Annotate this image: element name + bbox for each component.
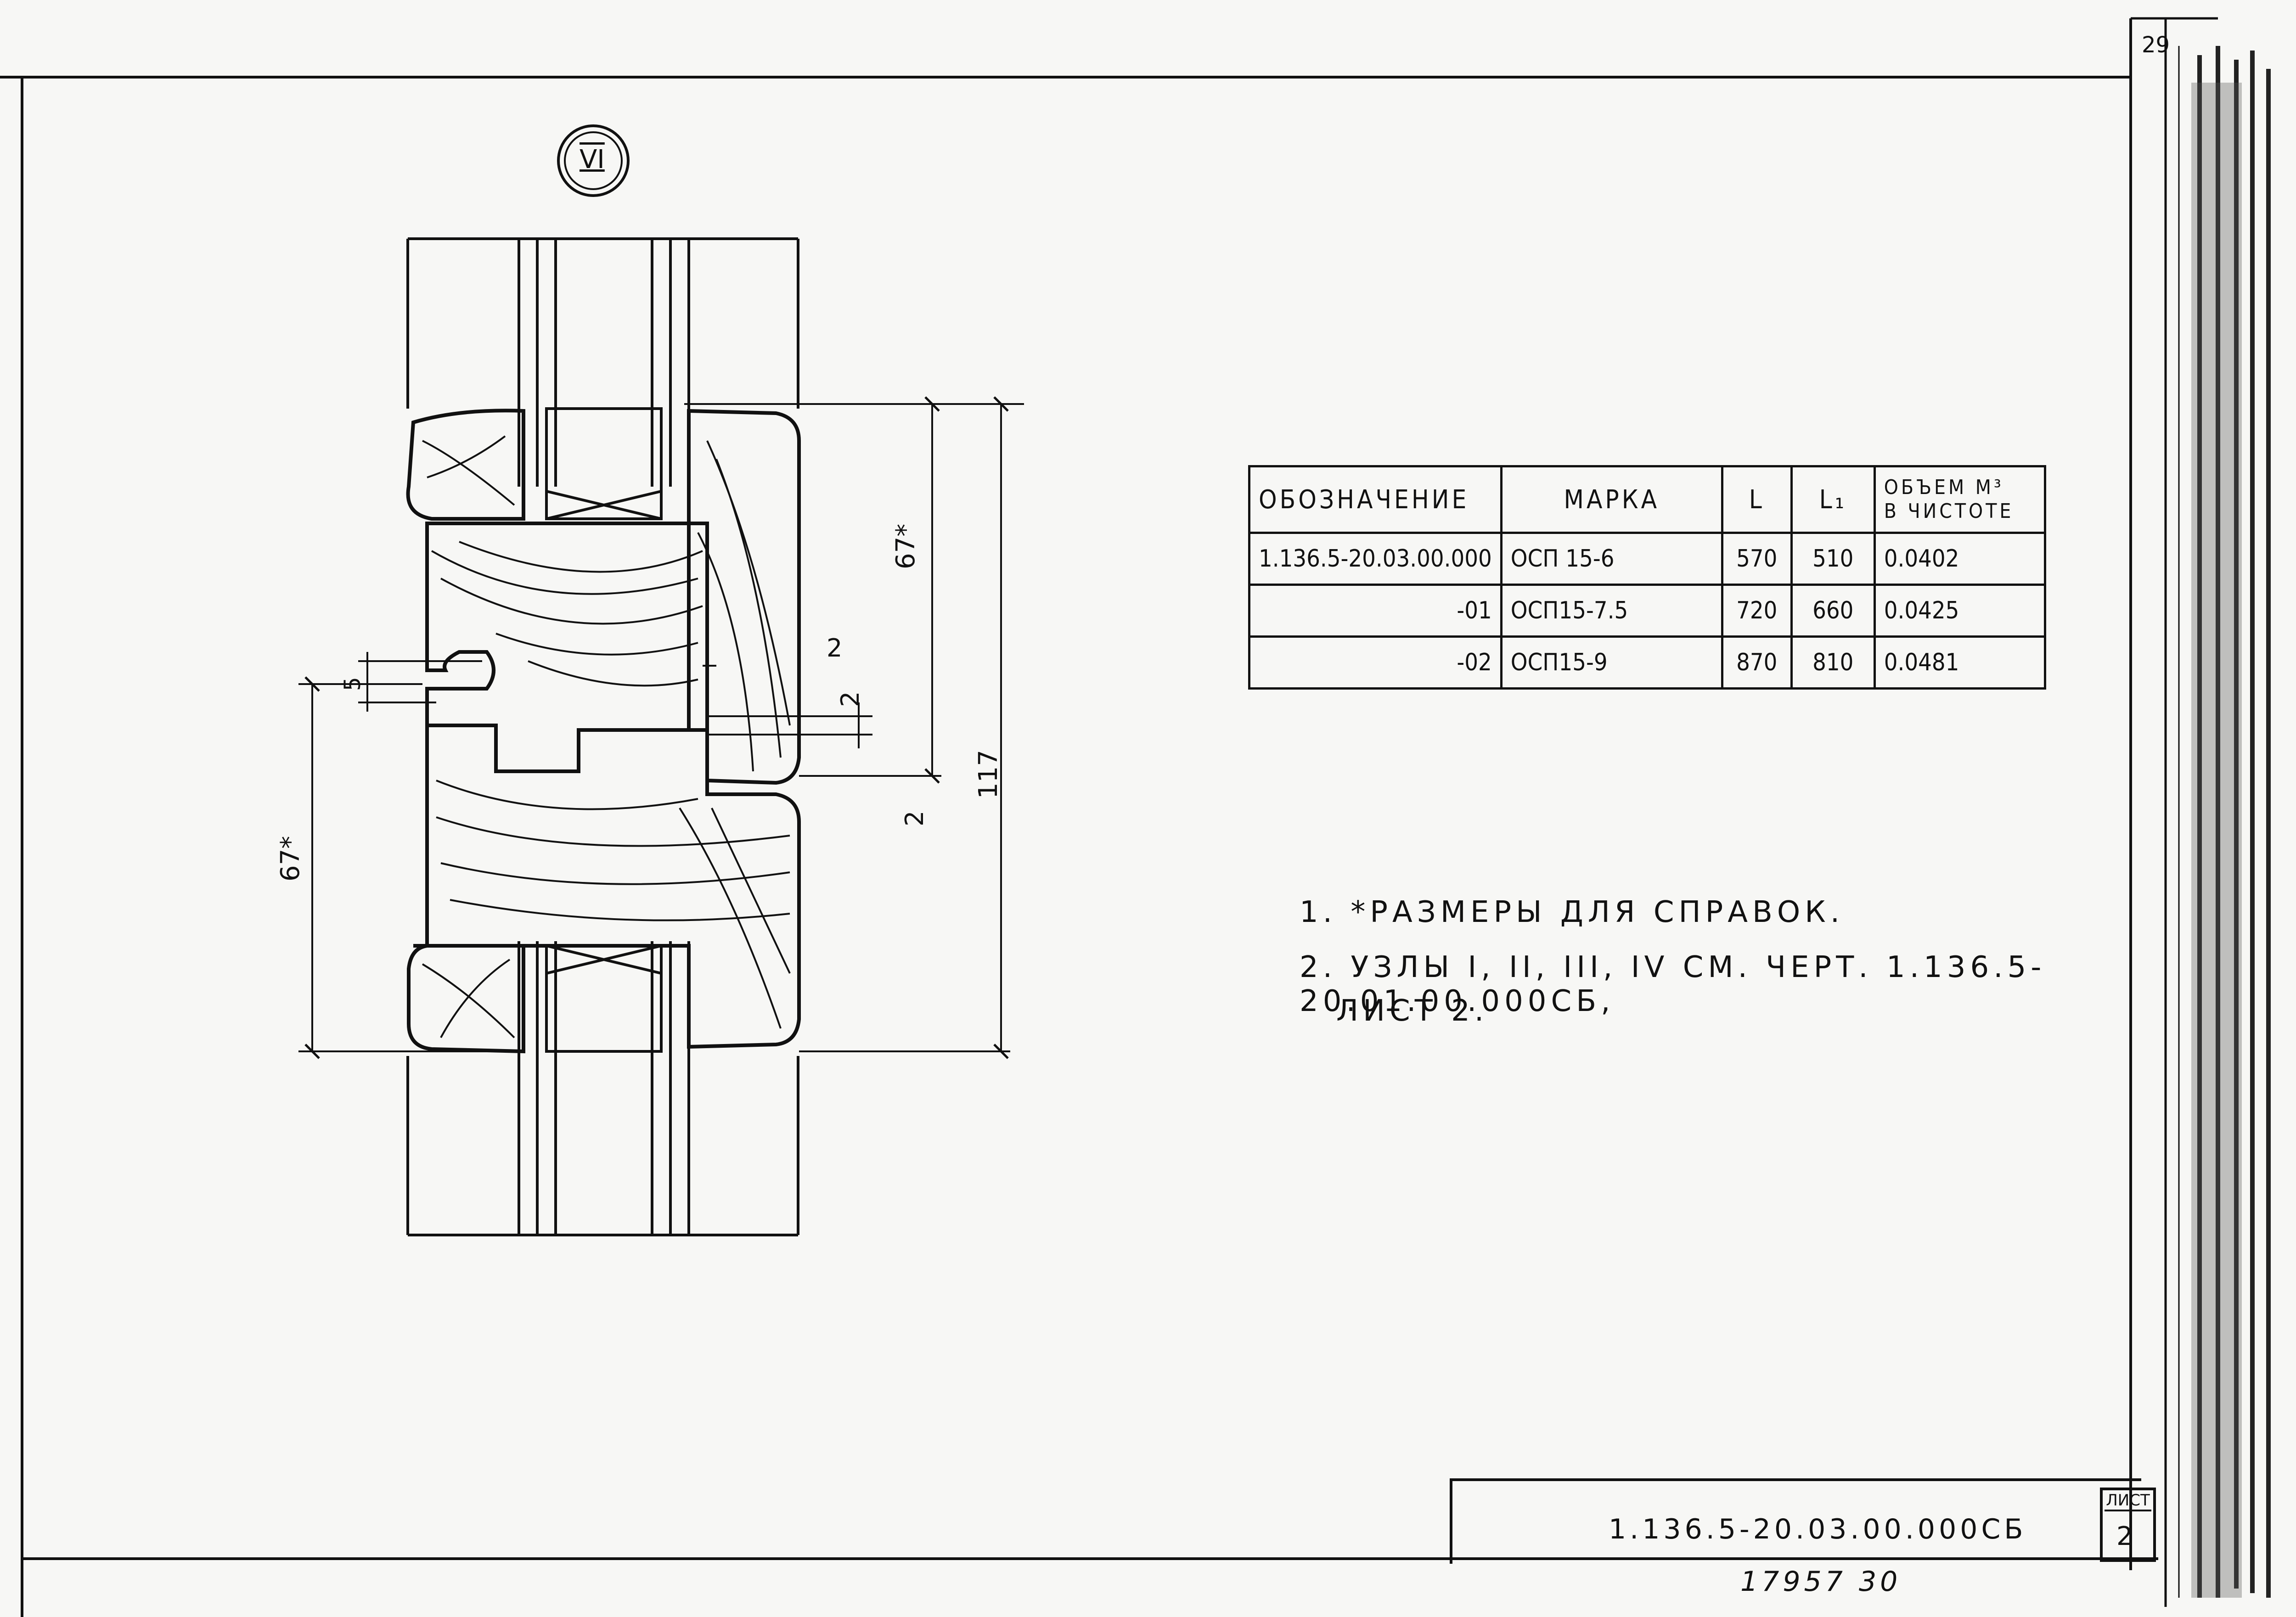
dimension-2-c: 2 xyxy=(900,810,929,826)
cell-mark: ОСП15-9 xyxy=(1500,635,1723,690)
cell-designation: -02 xyxy=(1248,635,1503,690)
cell-l: 870 xyxy=(1721,635,1793,690)
dimension-5: 5 xyxy=(340,677,366,691)
table-header-row: ОБОЗНАЧЕНИЕ МАРКА L L₁ ОБЪЕМ М³ В ЧИСТОТ… xyxy=(1248,465,2046,534)
cell-volume: 0.0425 xyxy=(1873,584,2046,638)
archive-number: 17957 30 xyxy=(1740,1566,1902,1598)
binding-strip xyxy=(2197,46,2271,1598)
table-row: 1.136.5-20.03.00.000 ОСП 15-6 570 510 0.… xyxy=(1248,532,2046,586)
cell-l: 720 xyxy=(1721,584,1793,638)
node-label: VI xyxy=(580,145,605,174)
cell-l1: 510 xyxy=(1790,532,1876,586)
drawing-code: 1.136.5-20.03.00.000СБ xyxy=(1609,1513,2027,1545)
sheet-number-box: ЛИСТ 2 xyxy=(2100,1488,2156,1562)
note-2-continuation: ЛИСТ 2. xyxy=(1336,994,1489,1028)
dimension-2-a: 2 xyxy=(827,634,843,663)
header-mark: МАРКА xyxy=(1500,465,1723,534)
cell-l: 570 xyxy=(1721,532,1793,586)
cell-mark: ОСП 15-6 xyxy=(1500,532,1723,586)
page-number: 29 xyxy=(2142,32,2170,58)
header-volume: ОБЪЕМ М³ В ЧИСТОТЕ xyxy=(1873,465,2046,534)
dimension-67-top: 67* xyxy=(891,523,921,569)
table-row: -02 ОСП15-9 870 810 0.0481 xyxy=(1248,635,2046,690)
dimension-117: 117 xyxy=(974,750,1003,799)
table-row: -01 ОСП15-7.5 720 660 0.0425 xyxy=(1248,584,2046,638)
note-2: 2. УЗЛЫ I, II, III, IV СМ. ЧЕРТ. 1.136.5… xyxy=(1300,950,2046,1018)
header-designation: ОБОЗНАЧЕНИЕ xyxy=(1248,465,1503,534)
specification-table: ОБОЗНАЧЕНИЕ МАРКА L L₁ ОБЪЕМ М³ В ЧИСТОТ… xyxy=(1248,465,2046,690)
cell-volume: 0.0481 xyxy=(1873,635,2046,690)
cell-volume: 0.0402 xyxy=(1873,532,2046,586)
title-block: 1.136.5-20.03.00.000СБ xyxy=(1450,1478,2141,1564)
dimension-67-left: 67* xyxy=(276,836,305,881)
sheet-label: ЛИСТ xyxy=(2105,1491,2151,1511)
sheet-number: 2 xyxy=(2116,1522,2133,1551)
header-l1: L₁ xyxy=(1790,465,1876,534)
header-volume-line2: В ЧИСТОТЕ xyxy=(1884,500,2014,523)
cell-designation: -01 xyxy=(1248,584,1503,638)
cell-designation: 1.136.5-20.03.00.000 xyxy=(1248,532,1503,586)
note-1: 1. *РАЗМЕРЫ ДЛЯ СПРАВОК. xyxy=(1300,895,1845,929)
header-volume-line1: ОБЪЕМ М³ xyxy=(1884,476,2004,499)
header-l: L xyxy=(1721,465,1793,534)
cell-l1: 660 xyxy=(1790,584,1876,638)
cell-mark: ОСП15-7.5 xyxy=(1500,584,1723,638)
cell-l1: 810 xyxy=(1790,635,1876,690)
dimension-2-b: 2 xyxy=(836,691,865,707)
